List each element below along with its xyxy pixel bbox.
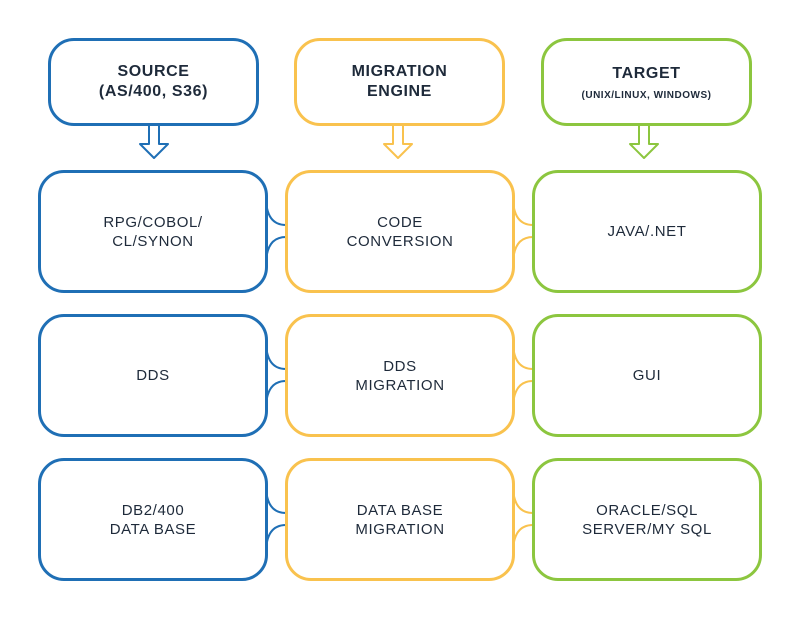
down-arrow-source bbox=[139, 125, 169, 159]
engine-cell-code-line2: CONVERSION bbox=[346, 232, 454, 250]
engine-header-box: MIGRATION ENGINE bbox=[294, 38, 505, 126]
source-header-subtitle: (AS/400, S36) bbox=[98, 83, 209, 100]
source-cell-code: RPG/COBOL/ CL/SYNON bbox=[38, 170, 268, 293]
engine-header-title: MIGRATION bbox=[351, 63, 448, 80]
source-cell-db-line1: DB2/400 bbox=[121, 501, 185, 519]
engine-cell-dds-line2: MIGRATION bbox=[355, 376, 445, 394]
source-cell-code-line1: RPG/COBOL/ bbox=[103, 213, 203, 231]
target-cell-code-line1: JAVA/.NET bbox=[607, 223, 687, 240]
engine-header-subtitle: ENGINE bbox=[367, 83, 432, 100]
target-header-box: TARGET (UNIX/LINUX, WINDOWS) bbox=[541, 38, 752, 126]
engine-cell-dds: DDS MIGRATION bbox=[285, 314, 515, 437]
target-header-title: TARGET bbox=[612, 64, 681, 82]
source-cell-db-line2: DATA BASE bbox=[109, 520, 197, 538]
engine-cell-code-line1: CODE bbox=[377, 213, 423, 231]
source-header-title: SOURCE bbox=[117, 63, 190, 80]
target-cell-db-line2: SERVER/MY SQL bbox=[582, 520, 712, 538]
engine-cell-db-line1: DATA BASE bbox=[356, 501, 444, 519]
down-arrow-engine bbox=[383, 125, 413, 159]
engine-cell-db: DATA BASE MIGRATION bbox=[285, 458, 515, 581]
engine-cell-code: CODE CONVERSION bbox=[285, 170, 515, 293]
source-cell-code-line2: CL/SYNON bbox=[112, 232, 194, 250]
source-cell-dds: DDS bbox=[38, 314, 268, 437]
target-cell-db: ORACLE/SQL SERVER/MY SQL bbox=[532, 458, 762, 581]
source-cell-dds-line1: DDS bbox=[136, 367, 170, 384]
target-cell-dds: GUI bbox=[532, 314, 762, 437]
engine-cell-db-line2: MIGRATION bbox=[355, 520, 445, 538]
target-cell-db-line1: ORACLE/SQL bbox=[596, 501, 698, 519]
source-header-box: SOURCE (AS/400, S36) bbox=[48, 38, 259, 126]
target-cell-code: JAVA/.NET bbox=[532, 170, 762, 293]
down-arrow-target bbox=[629, 125, 659, 159]
target-header-subtitle: (UNIX/LINUX, WINDOWS) bbox=[581, 89, 712, 101]
engine-cell-dds-line1: DDS bbox=[383, 357, 417, 375]
target-cell-dds-line1: GUI bbox=[632, 367, 662, 384]
source-cell-db: DB2/400 DATA BASE bbox=[38, 458, 268, 581]
